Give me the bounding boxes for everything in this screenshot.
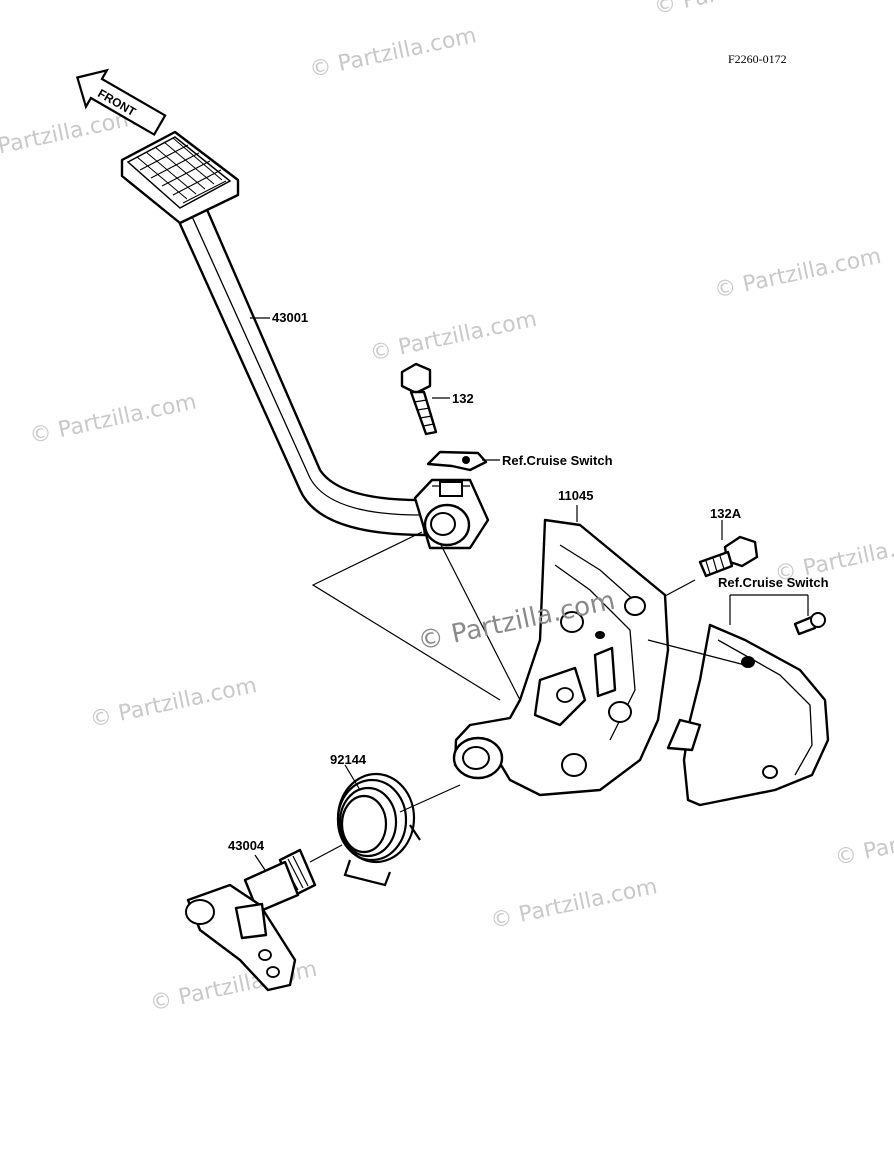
- watermark: © Partzilla.com: [28, 389, 199, 449]
- callout-ref-cruise-switch-2: Ref.Cruise Switch: [718, 575, 829, 590]
- shaft-43004: [185, 848, 317, 992]
- watermark: © Partzilla.com: [488, 874, 659, 934]
- callout-132a: 132A: [710, 506, 742, 521]
- callout-ref-cruise-switch-1: Ref.Cruise Switch: [502, 453, 613, 468]
- switch-plate: [426, 450, 488, 472]
- bolt-132: [400, 362, 438, 436]
- pedal-bracket-11045: [452, 518, 670, 797]
- callout-11045: 11045: [558, 488, 593, 503]
- callout-43001: 43001: [272, 310, 308, 325]
- watermark: © Partzilla.com: [833, 811, 894, 871]
- callout-leaders: [250, 317, 809, 871]
- assembly-lines: [309, 531, 746, 863]
- watermark: © Partzilla.com: [652, 0, 823, 20]
- bolt-132a: [698, 535, 759, 578]
- drawing-code: F2260-0172: [728, 52, 787, 66]
- callout-92144: 92144: [330, 752, 367, 767]
- watermark: © Partzilla.com: [88, 673, 259, 733]
- callout-132: 132: [452, 391, 474, 406]
- screw: [793, 612, 826, 636]
- brake-pedal-43001: [120, 130, 490, 550]
- switch-cover: [666, 623, 830, 807]
- watermark: © Partzilla.com: [712, 244, 883, 304]
- watermark: © Partzilla.com: [368, 307, 539, 367]
- callout-43004: 43004: [228, 838, 265, 853]
- watermark: © Partzilla.com: [307, 23, 478, 83]
- spring-92144: [336, 772, 421, 887]
